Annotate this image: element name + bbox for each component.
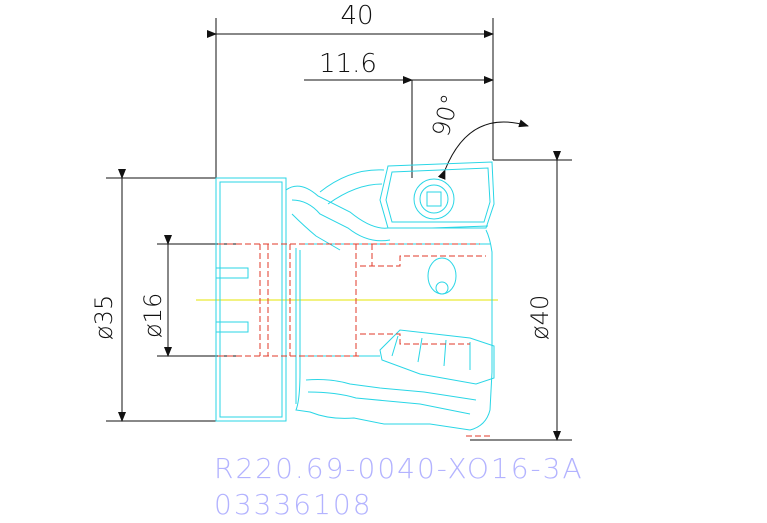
dim-offset-label: 11.6 xyxy=(319,49,377,79)
dim-diameter-bore-label: ø16 xyxy=(139,293,167,338)
dim-diameter-body: ø35 xyxy=(90,169,216,422)
dim-diameter-body-label: ø35 xyxy=(90,295,118,340)
dim-angle-label: 90° xyxy=(427,91,465,139)
dim-diameter-cut: ø40 xyxy=(470,151,572,441)
dim-overall-width: 40 xyxy=(207,1,494,178)
dim-diameter-bore: ø16 xyxy=(139,235,240,357)
dim-diameter-cut-label: ø40 xyxy=(526,295,554,340)
part-number: 03336108 xyxy=(214,488,373,521)
dim-offset: 11.6 xyxy=(304,49,494,178)
part-code: R220.69-0040-XO16-3A xyxy=(214,452,584,485)
dim-overall-width-label: 40 xyxy=(340,1,373,31)
hidden-bore xyxy=(218,243,490,437)
cutter-body xyxy=(215,161,495,431)
dim-angle: 90° xyxy=(427,91,572,180)
